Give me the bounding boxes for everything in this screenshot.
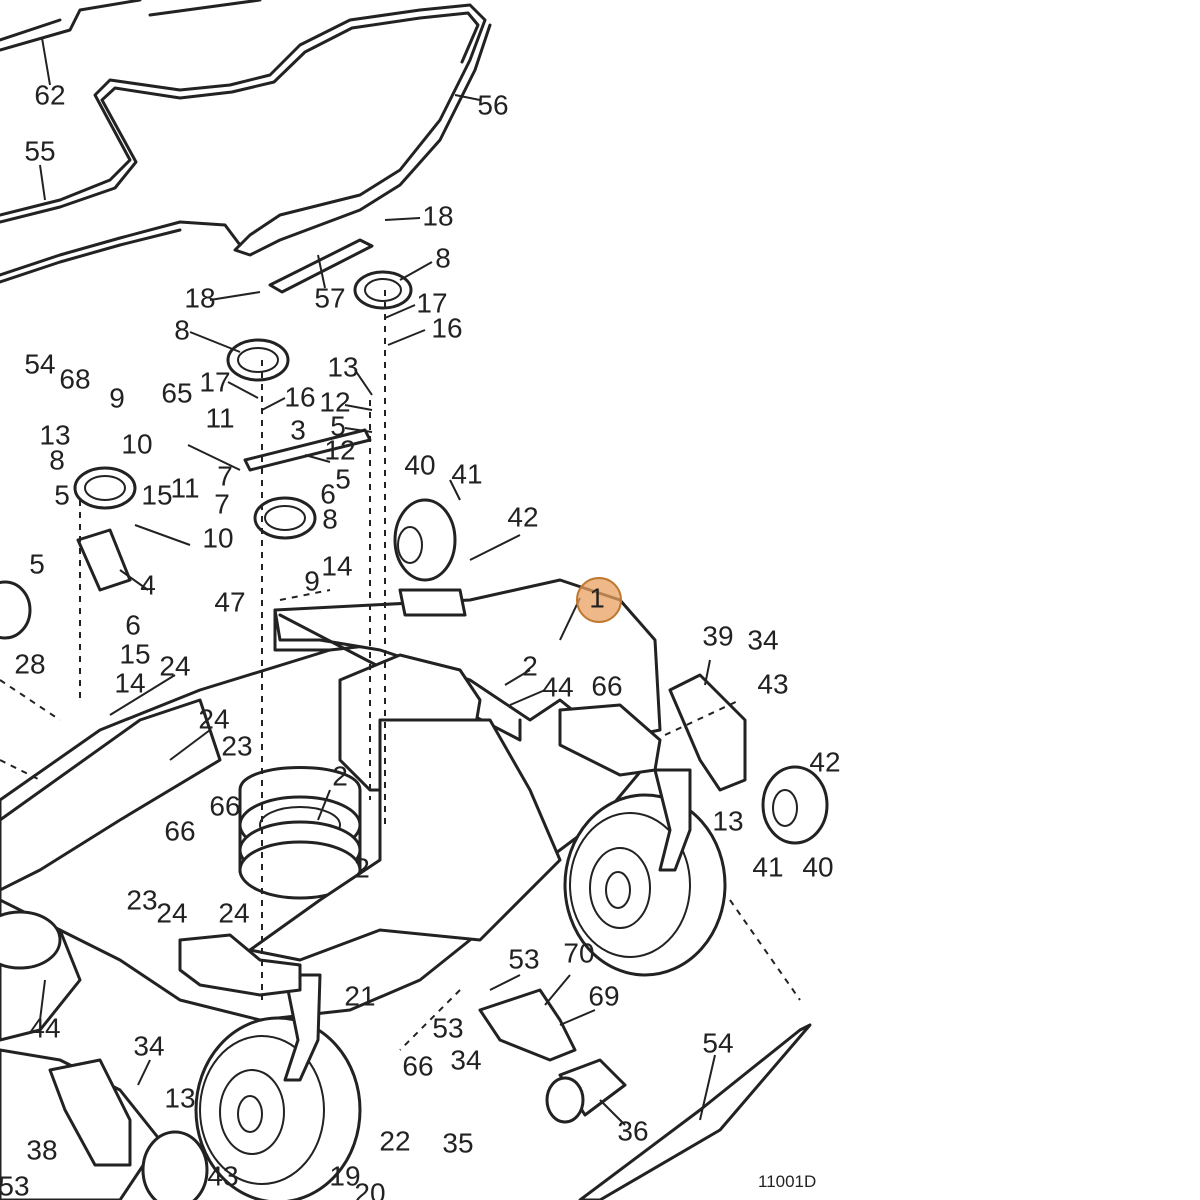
callout: 69 — [588, 980, 619, 1011]
callout: 34 — [450, 1044, 481, 1075]
callout: 2 — [332, 760, 348, 791]
gauge-wheels — [141, 498, 829, 1200]
callout-labels: 62 56 55 18 8 57 18 17 16 8 54 68 17 16 … — [0, 79, 841, 1200]
belt-drawing — [0, 0, 492, 284]
callout: 42 — [809, 746, 840, 777]
callout: 5 — [335, 463, 351, 494]
callout: 53 — [508, 943, 539, 974]
brackets — [48, 673, 812, 1200]
highlighted-callout-label: 1 — [589, 582, 605, 613]
callout: 13 — [712, 805, 743, 836]
callout: 15 — [141, 479, 172, 510]
callout: 8 — [49, 444, 65, 475]
callout: 11 — [170, 472, 199, 503]
callout: 44 — [542, 671, 573, 702]
callout: 13 — [39, 419, 70, 450]
callout: 5 — [54, 479, 70, 510]
callout: 47 — [214, 586, 245, 617]
callout: 13 — [327, 351, 358, 382]
callout: 57 — [314, 282, 345, 313]
callout: 14 — [321, 550, 352, 581]
callout: 10 — [121, 428, 152, 459]
callout: 17 — [199, 366, 230, 397]
callout: 14 — [114, 667, 145, 698]
caster-wheels — [194, 768, 727, 1200]
callout: 34 — [133, 1030, 164, 1061]
callout: 5 — [330, 410, 346, 441]
callout: 66 — [402, 1050, 433, 1081]
callout: 40 — [802, 851, 833, 882]
callout: 12 — [319, 386, 350, 417]
callout: 17 — [416, 287, 447, 318]
callout: 28 — [14, 648, 45, 679]
callout: 4 — [140, 569, 156, 600]
callout: 7 — [217, 460, 233, 491]
callout: 9 — [304, 565, 320, 596]
callout: 23 — [126, 884, 157, 915]
callout: 62 — [34, 79, 65, 110]
callout: 11 — [205, 402, 234, 433]
callout: 53 — [0, 1170, 30, 1200]
callout: 9 — [109, 382, 125, 413]
callout: 43 — [757, 668, 788, 699]
callout: 65 — [161, 377, 192, 408]
callout: 40 — [404, 449, 435, 480]
callout: 12 — [324, 434, 355, 465]
callout: 18 — [184, 282, 215, 313]
callout: 3 — [290, 414, 306, 445]
callout: 68 — [59, 363, 90, 394]
callout: 6 — [320, 478, 336, 509]
assembly-lines — [0, 290, 801, 1051]
callout: 42 — [507, 501, 538, 532]
callout: 10 — [202, 522, 233, 553]
callout: 16 — [284, 381, 315, 412]
callout: 44 — [29, 1012, 60, 1043]
callout: 24 — [159, 650, 190, 681]
callout: 6 — [125, 609, 141, 640]
callout: 24 — [198, 703, 229, 734]
callout: 22 — [379, 1125, 410, 1156]
callout: 43 — [207, 1160, 238, 1191]
callout: 21 — [344, 980, 375, 1011]
callout: 24 — [218, 897, 249, 928]
callout: 15 — [119, 638, 150, 669]
callout: 38 — [26, 1134, 57, 1165]
callout: 18 — [422, 200, 453, 231]
pulleys — [0, 270, 413, 970]
callout: 2 — [522, 650, 538, 681]
callout: 54 — [702, 1027, 733, 1058]
callout: 41 — [752, 851, 783, 882]
callout: 8 — [174, 314, 190, 345]
callout: 66 — [164, 815, 195, 846]
callout: 66 — [209, 790, 240, 821]
leader-lines — [39, 37, 716, 1126]
callout: 34 — [747, 624, 778, 655]
callout: 7 — [214, 488, 230, 519]
callout: 36 — [617, 1115, 648, 1146]
callout: 2 — [354, 852, 370, 883]
callout: 8 — [322, 503, 338, 534]
callout: 54 — [24, 348, 55, 379]
callout: 55 — [24, 135, 55, 166]
callout: 24 — [156, 897, 187, 928]
callout: 13 — [164, 1082, 195, 1113]
callout: 8 — [435, 242, 451, 273]
drawing-code: 11001D — [758, 1172, 816, 1191]
callout: 41 — [451, 458, 482, 489]
callout: 53 — [432, 1012, 463, 1043]
callout: 39 — [702, 620, 733, 651]
callout: 20 — [354, 1177, 385, 1200]
callout: 66 — [591, 670, 622, 701]
callout: 16 — [431, 312, 462, 343]
highlighted-callout[interactable]: 1 — [576, 577, 622, 623]
callout: 35 — [442, 1127, 473, 1158]
callout: 56 — [477, 89, 508, 120]
callout: 19 — [329, 1160, 360, 1191]
callout: 70 — [563, 937, 594, 968]
callout: 23 — [221, 730, 252, 761]
callout: 5 — [29, 548, 45, 579]
